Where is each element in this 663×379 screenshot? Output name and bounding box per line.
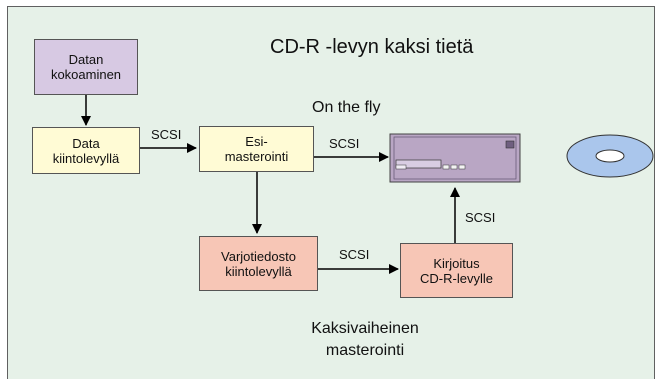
- box-premastering-line2: masterointi: [224, 149, 289, 164]
- box-write-cdr: Kirjoitus CD-R-levylle: [400, 243, 513, 298]
- box-data-collection-line1: Datan: [68, 52, 104, 67]
- box-data-on-disk-line2: kiintolevyllä: [52, 150, 120, 166]
- box-write-cdr-line2: CD-R-levylle: [420, 270, 493, 286]
- scsi-label-premaster-drive: SCSI: [329, 136, 360, 151]
- box-shadow-file-line2: kiintolevyllä: [225, 263, 292, 279]
- diagram-title: CD-R -levyn kaksi tietä: [270, 36, 474, 58]
- scsi-label-disk-premaster: SCSI: [151, 127, 182, 142]
- box-data-collection: Datan kokoaminen: [34, 39, 138, 95]
- label-on-the-fly: On the fly: [312, 99, 381, 116]
- box-premastering: Esi- masterointi: [199, 126, 314, 172]
- label-two-phase: Kaksivaiheinen masterointi: [290, 318, 440, 362]
- label-two-phase-line2: masterointi: [325, 342, 405, 359]
- box-data-collection-line2: kokoaminen: [50, 67, 122, 82]
- label-two-phase-line1: Kaksivaiheinen: [311, 320, 419, 337]
- box-premastering-line1: Esi-: [245, 134, 268, 149]
- box-data-on-disk: Data kiintolevyllä: [32, 127, 140, 174]
- box-write-cdr-line1: Kirjoitus: [433, 255, 480, 271]
- cd-writer-drive-icon: [389, 133, 521, 183]
- box-data-on-disk-line1: Data: [72, 135, 100, 151]
- cd-disc-icon: [566, 134, 654, 178]
- box-shadow-file: Varjotiedosto kiintolevyllä: [199, 236, 318, 291]
- scsi-label-write-drive: SCSI: [465, 210, 496, 225]
- scsi-label-shadow-write: SCSI: [339, 247, 370, 262]
- box-shadow-file-line1: Varjotiedosto: [221, 248, 296, 264]
